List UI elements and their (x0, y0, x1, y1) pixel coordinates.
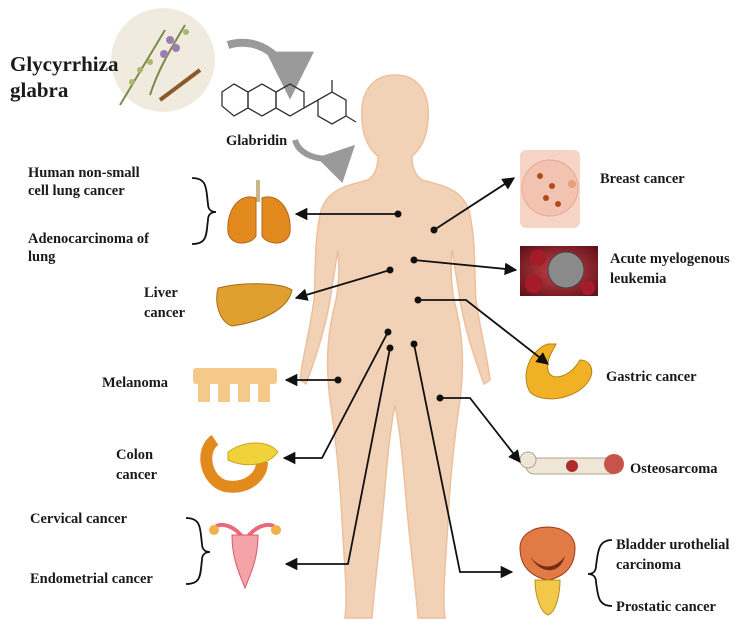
label-adeno-line1: Adenocarcinoma of (28, 230, 149, 248)
bladder-prostate-icon (520, 527, 575, 615)
melanoma-skin-icon (193, 368, 277, 402)
synthesis-arrow-bottom (295, 140, 350, 159)
label-nsclc-line2: cell lung cancer (28, 182, 125, 200)
label-gastric: Gastric cancer (606, 368, 697, 386)
stomach-icon (526, 344, 592, 399)
leukemia-cell-icon (520, 246, 598, 296)
label-colon-line1: Colon (116, 446, 153, 464)
label-prostatic: Prostatic cancer (616, 598, 716, 616)
label-melanoma: Melanoma (102, 374, 168, 392)
lung-bracket (192, 178, 216, 244)
uterus-bracket (186, 518, 210, 584)
lungs-icon (228, 180, 290, 243)
plant-name-line2: glabra (10, 78, 68, 103)
label-breast: Breast cancer (600, 170, 685, 188)
plant-illustration-icon (111, 8, 215, 112)
synthesis-arrow-top (228, 43, 290, 90)
label-osteo: Osteosarcoma (630, 460, 718, 478)
label-aml-line2: leukemia (610, 270, 666, 288)
compound-label: Glabridin (226, 132, 287, 150)
bladder-bracket (588, 540, 612, 606)
label-liver-line1: Liver (144, 284, 178, 302)
label-adeno-line2: lung (28, 248, 55, 266)
plant-name-line1: Glycyrrhiza (10, 52, 118, 77)
label-aml-line1: Acute myelogenous (610, 250, 730, 268)
label-bladder-line1: Bladder urothelial (616, 536, 729, 554)
label-nsclc-line1: Human non-small (28, 164, 140, 182)
label-liver-line2: cancer (144, 304, 185, 322)
label-cervical: Cervical cancer (30, 510, 127, 528)
breast-icon (520, 150, 580, 228)
bone-icon (520, 452, 624, 474)
label-endometrial: Endometrial cancer (30, 570, 153, 588)
label-colon-line2: cancer (116, 466, 157, 484)
liver-icon (217, 284, 292, 326)
uterus-icon (209, 525, 281, 588)
colon-icon (206, 440, 278, 487)
label-bladder-line2: carcinoma (616, 556, 681, 574)
